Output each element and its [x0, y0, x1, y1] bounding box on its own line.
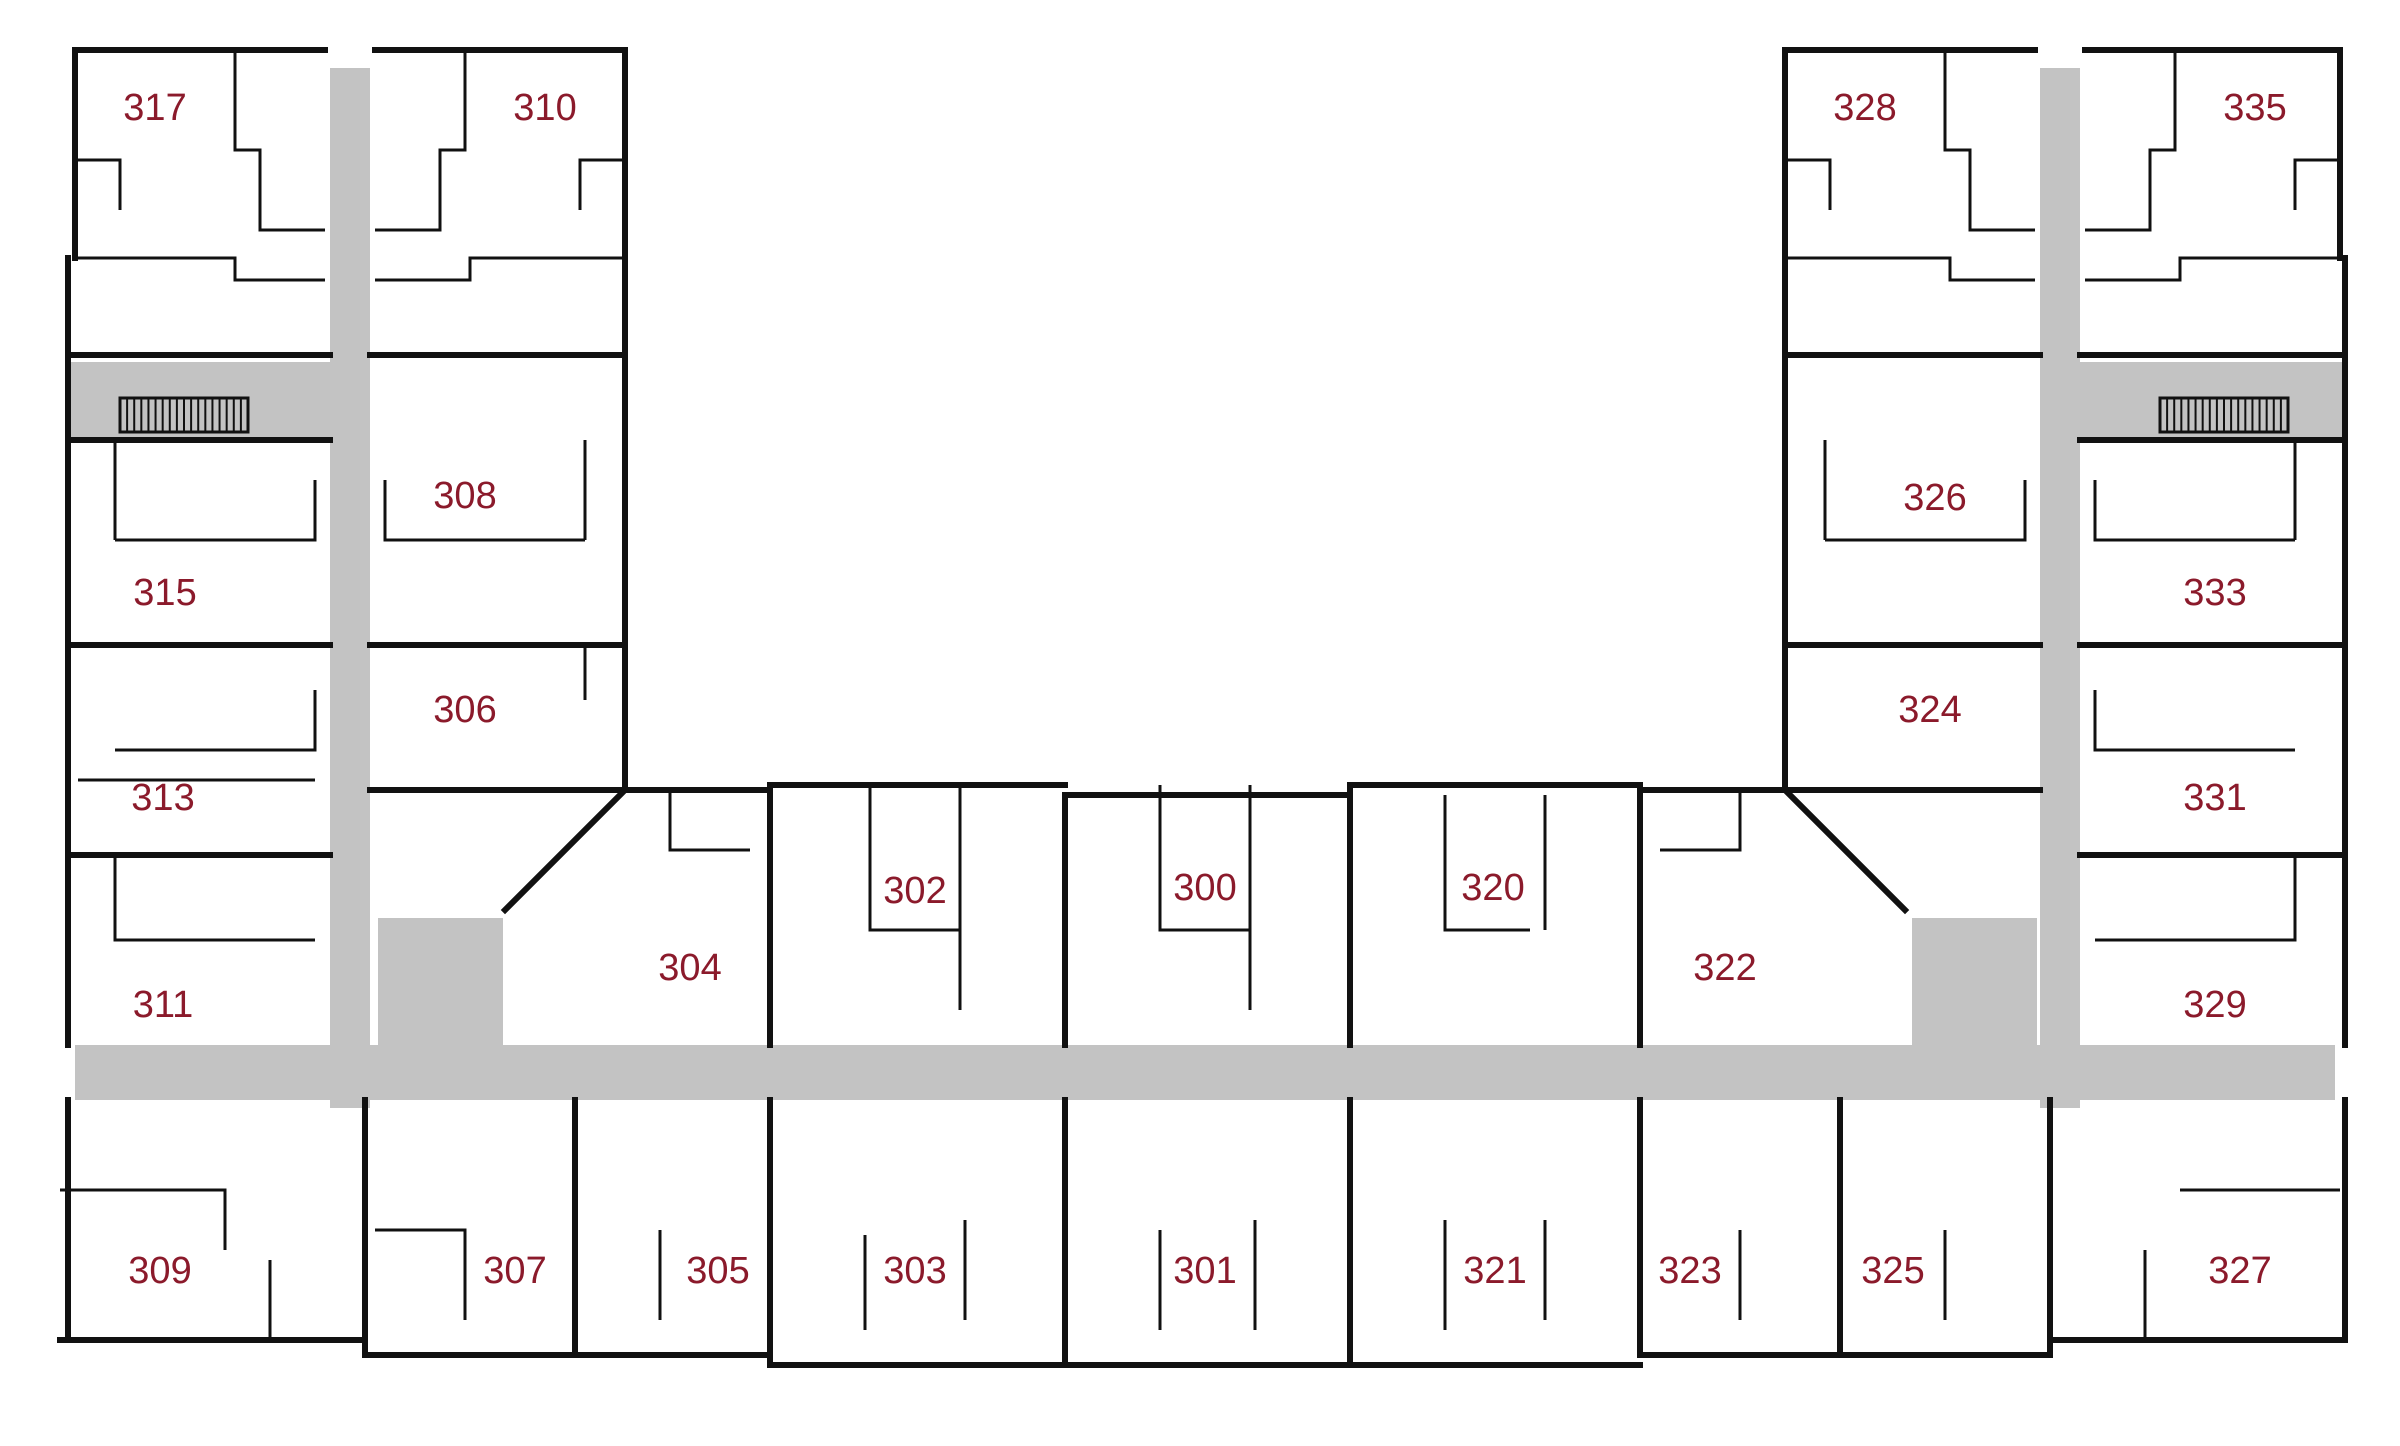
partitions — [60, 50, 2340, 1340]
room-labels: 317 310 328 335 308 326 315 333 306 324 … — [123, 87, 2286, 1292]
room-label: 301 — [1173, 1250, 1236, 1292]
room-label: 313 — [131, 777, 194, 819]
room-label: 309 — [128, 1250, 191, 1292]
corridor-right-vertical — [2040, 68, 2080, 1108]
room-label: 307 — [483, 1250, 546, 1292]
room-label: 326 — [1903, 477, 1966, 519]
room-label: 317 — [123, 87, 186, 129]
room-label: 328 — [1833, 87, 1896, 129]
room-label: 331 — [2183, 777, 2246, 819]
room-label: 329 — [2183, 984, 2246, 1026]
core-right — [1912, 918, 2037, 1045]
room-label: 315 — [133, 572, 196, 614]
room-label: 333 — [2183, 572, 2246, 614]
room-label: 322 — [1693, 947, 1756, 989]
room-label: 302 — [883, 870, 946, 912]
room-label: 323 — [1658, 1250, 1721, 1292]
room-label: 310 — [513, 87, 576, 129]
corridor-main-horizontal — [75, 1045, 2335, 1100]
room-label: 335 — [2223, 87, 2286, 129]
room-label: 324 — [1898, 689, 1961, 731]
corridors — [68, 68, 2342, 1108]
room-label: 303 — [883, 1250, 946, 1292]
room-label: 308 — [433, 475, 496, 517]
room-label: 325 — [1861, 1250, 1924, 1292]
room-label: 300 — [1173, 867, 1236, 909]
room-label: 327 — [2208, 1250, 2271, 1292]
room-label: 321 — [1463, 1250, 1526, 1292]
corridor-left-vertical — [330, 68, 370, 1108]
room-label: 304 — [658, 947, 721, 989]
core-left — [378, 918, 503, 1045]
walls — [57, 47, 2348, 1368]
room-label: 311 — [133, 984, 194, 1026]
room-label: 305 — [686, 1250, 749, 1292]
room-label: 320 — [1461, 867, 1524, 909]
room-label: 306 — [433, 689, 496, 731]
